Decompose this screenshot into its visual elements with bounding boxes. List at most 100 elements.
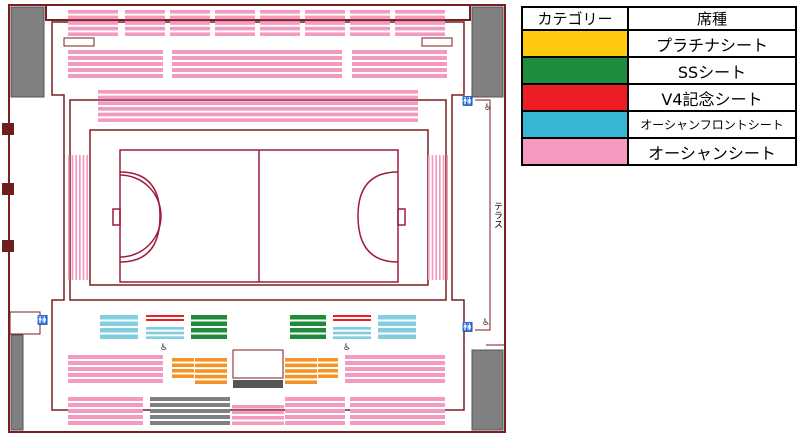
seat-block-ocean xyxy=(68,155,88,280)
legend-header-category: カテゴリー xyxy=(521,6,629,31)
seat-row xyxy=(146,331,184,335)
seat-row xyxy=(260,26,300,31)
seat-row xyxy=(290,315,326,320)
swatch-owner xyxy=(521,137,629,166)
seat-row xyxy=(125,26,165,31)
seat-block-ocean_front xyxy=(378,315,416,339)
seat-row xyxy=(68,32,118,36)
legend-label-v4: V4記念シート xyxy=(627,83,797,112)
legend-row-v4: V4記念シート xyxy=(521,83,797,112)
seat-row xyxy=(170,21,210,25)
swatch-owner-front xyxy=(521,110,629,139)
seat-row xyxy=(285,374,317,379)
seat-row xyxy=(98,90,418,94)
seat-row xyxy=(352,62,447,66)
seat-row xyxy=(318,358,338,362)
seat-row xyxy=(333,315,371,317)
restroom-icon-2: 🚻 xyxy=(462,321,473,333)
seat-row xyxy=(350,403,445,407)
seat-row xyxy=(378,328,416,333)
seat-row xyxy=(215,10,255,14)
legend-label-platinum: プラチナシート xyxy=(627,29,797,58)
seat-block-ocean xyxy=(345,355,445,383)
seat-row xyxy=(350,415,445,419)
seat-row xyxy=(100,328,138,333)
seat-row xyxy=(232,405,284,409)
seat-block-orange xyxy=(172,358,194,378)
corner-towers xyxy=(9,6,504,431)
seat-row xyxy=(150,415,230,419)
seat-row xyxy=(68,155,70,280)
seat-row xyxy=(215,21,255,25)
seat-row xyxy=(82,155,85,280)
seat-row xyxy=(125,15,165,20)
seat-row xyxy=(285,397,345,401)
seat-row xyxy=(285,369,317,373)
seat-row xyxy=(172,369,194,373)
seat-row xyxy=(68,62,163,66)
court xyxy=(112,149,406,283)
seat-row xyxy=(345,373,445,377)
restroom-icon: 🚻 xyxy=(462,95,473,107)
seat-row xyxy=(378,315,416,320)
seat-block-ocean xyxy=(172,50,342,78)
tower-top-left xyxy=(10,6,45,98)
seat-row xyxy=(395,26,445,31)
seat-row xyxy=(191,334,227,339)
seat-legend: カテゴリー 席種 プラチナシート SSシート V4記念シート オーシャンフロント… xyxy=(521,6,797,166)
seat-row xyxy=(98,112,418,117)
seat-row xyxy=(285,403,345,407)
legend-row-ss: SSシート xyxy=(521,56,797,85)
seat-row xyxy=(285,421,345,425)
legend-label-owner-front: オーシャンフロントシート xyxy=(627,110,797,139)
wheelchair-space-icon-right: ♿ xyxy=(343,343,351,353)
seat-block-ocean xyxy=(350,397,445,425)
center-stage-block xyxy=(232,349,284,379)
legend-header: カテゴリー 席種 xyxy=(521,6,797,31)
seat-row xyxy=(68,367,163,371)
seat-row xyxy=(345,379,445,383)
seat-row xyxy=(350,26,390,31)
stairs xyxy=(63,37,453,388)
seat-row xyxy=(285,380,317,384)
seat-row xyxy=(260,21,300,25)
seat-row xyxy=(195,358,227,362)
seat-row xyxy=(172,363,194,367)
seat-row xyxy=(260,10,300,14)
seat-row xyxy=(350,32,390,36)
seat-row xyxy=(215,32,255,36)
seat-row xyxy=(150,409,230,413)
seat-row xyxy=(352,56,447,60)
seat-block-ss xyxy=(290,315,326,339)
seat-row xyxy=(172,62,342,66)
seat-row xyxy=(350,10,390,14)
seat-block-grey xyxy=(150,397,230,425)
legend-row-owner-front: オーシャンフロントシート xyxy=(521,110,797,139)
seat-row xyxy=(191,328,227,333)
seat-block-orange xyxy=(195,358,227,384)
arena-seating-map: 🚻 ♿ 🚻 ♿ 🚻 ♿ ♿ テラス xyxy=(2,4,506,433)
stair-top-right xyxy=(421,37,453,47)
seat-row xyxy=(68,74,163,78)
seat-row xyxy=(172,68,342,72)
legend-label-ss: SSシート xyxy=(627,56,797,85)
seat-row xyxy=(395,21,445,25)
seat-row xyxy=(395,10,445,14)
seat-row xyxy=(285,415,345,419)
seat-row xyxy=(333,327,371,330)
seat-block-orange xyxy=(318,358,338,378)
seat-block-ocean xyxy=(260,10,300,36)
seat-row xyxy=(68,56,163,60)
seat-row xyxy=(318,374,338,378)
right-goal-area xyxy=(357,171,399,263)
seat-row xyxy=(98,101,418,105)
seat-row xyxy=(442,155,445,280)
facility-icons: 🚻 ♿ 🚻 ♿ 🚻 ♿ ♿ xyxy=(37,95,492,353)
tower-bottom-left xyxy=(10,334,24,431)
seat-row xyxy=(345,361,445,365)
seat-row xyxy=(150,397,230,401)
exterior-markers xyxy=(2,123,14,252)
seat-row xyxy=(285,363,317,368)
swatch-ss xyxy=(521,56,629,85)
